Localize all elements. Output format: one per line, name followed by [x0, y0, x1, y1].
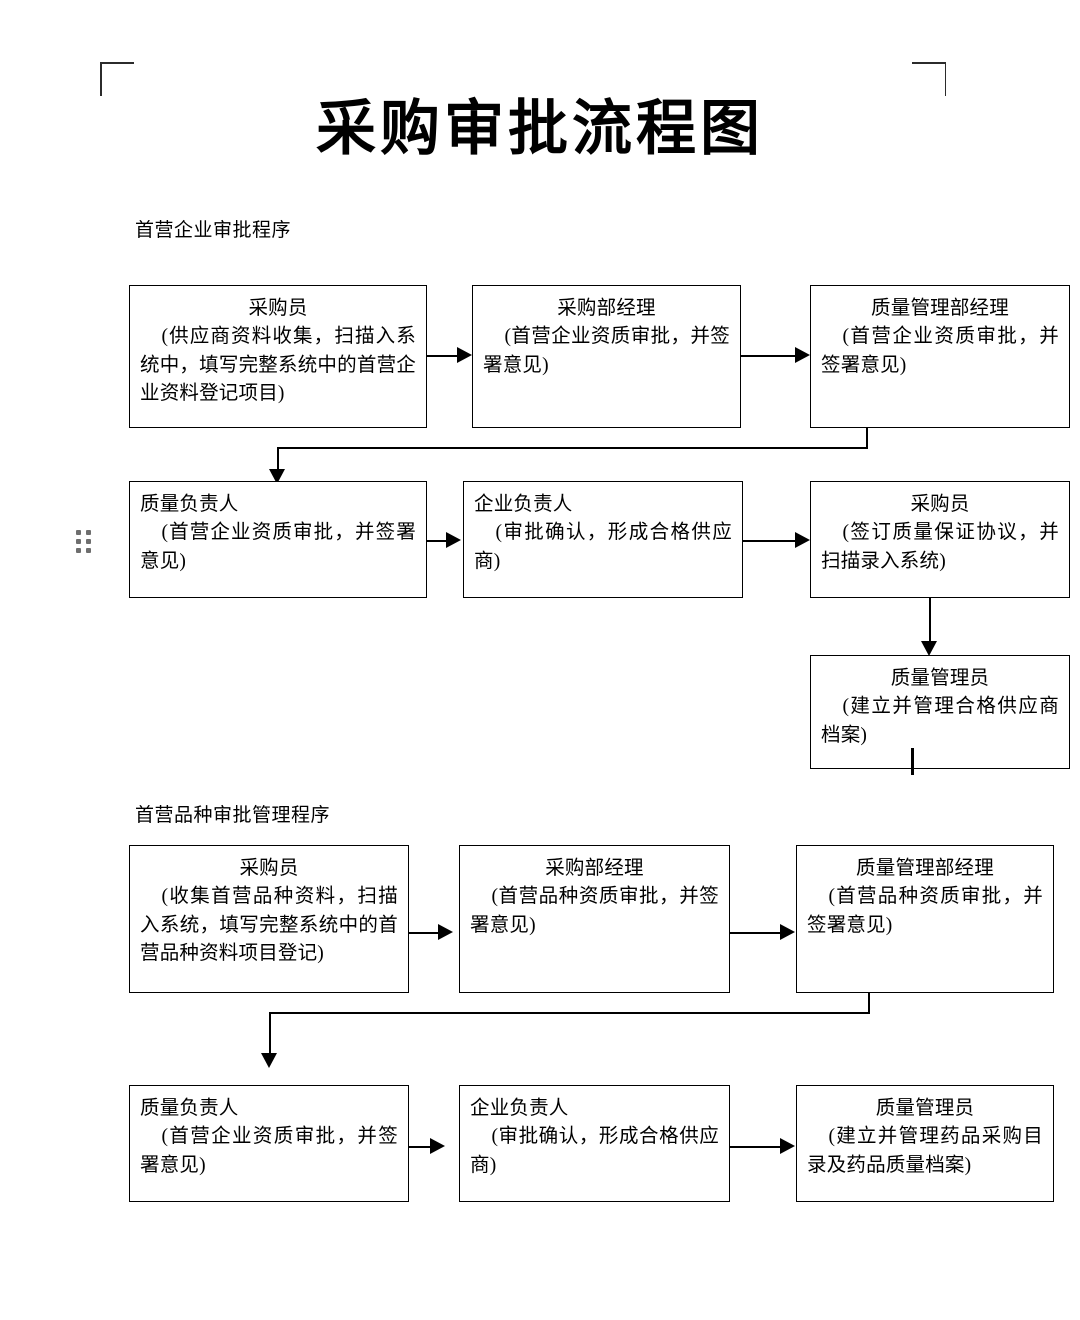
connector-line [269, 1012, 870, 1014]
flow-box-purchaser-product[interactable]: 采购员 (收集首营品种资料，扫描入系统，填写完整系统中的首营品种资料项目登记) [129, 845, 409, 993]
drag-dot [86, 530, 91, 535]
connector-line [409, 1146, 431, 1148]
flow-box-purchaser-agreement[interactable]: 采购员 (签订质量保证协议，并扫描录入系统) [810, 481, 1070, 598]
connector-arrow-right [457, 347, 472, 363]
flow-box-desc: (审批确认，形成合格供应商) [470, 1126, 719, 1176]
connector-line [427, 540, 447, 542]
flow-box-company-head-enterprise[interactable]: 企业负责人 (审批确认，形成合格供应商) [463, 481, 743, 598]
flow-box-role: 采购部经理 [557, 298, 656, 319]
connector-arrow-right [446, 532, 461, 548]
flow-box-quality-clerk-product[interactable]: 质量管理员 (建立并管理药品采购目录及药品质量档案) [796, 1085, 1054, 1202]
connector-line [741, 355, 795, 357]
connector-arrow-right [438, 924, 453, 940]
connector-line [409, 932, 439, 934]
flow-box-company-head-product[interactable]: 企业负责人 (审批确认，形成合格供应商) [459, 1085, 730, 1202]
flow-box-role: 采购员 [248, 298, 308, 319]
section-label-product: 首营品种审批管理程序 [135, 805, 331, 826]
flow-box-desc: (签订质量保证协议，并扫描录入系统) [821, 522, 1059, 572]
flow-box-role: 质量负责人 [140, 1098, 239, 1119]
connector-arrow-down [921, 641, 937, 656]
flow-box-desc: (首营企业资质审批，并签署意见) [140, 522, 416, 572]
connector-stub [911, 748, 914, 775]
drag-dot [86, 539, 91, 544]
flow-box-quality-head-enterprise[interactable]: 质量负责人 (首营企业资质审批，并签署意见) [129, 481, 427, 598]
flow-box-role: 质量管理员 [890, 668, 990, 689]
flow-box-desc: (建立并管理药品采购目录及药品质量档案) [807, 1126, 1043, 1176]
flow-box-desc: (首营品种资质审批，并签署意见) [807, 886, 1043, 936]
connector-line [427, 355, 459, 357]
flow-box-role: 采购员 [239, 858, 299, 879]
connector-arrow-right [795, 347, 810, 363]
flow-box-desc: (首营企业资质审批，并签署意见) [821, 326, 1059, 376]
crop-mark-top-right [912, 62, 946, 96]
flow-box-role: 采购员 [910, 494, 970, 515]
section-label-enterprise: 首营企业审批程序 [135, 220, 292, 241]
flow-box-quality-head-product[interactable]: 质量负责人 (首营企业资质审批，并签署意见) [129, 1085, 409, 1202]
flow-box-desc: (收集首营品种资料，扫描入系统，填写完整系统中的首营品种资料项目登记) [140, 886, 398, 965]
connector-arrow-down [261, 1053, 277, 1068]
drag-dot [76, 530, 81, 535]
connector-line [929, 598, 931, 644]
flow-box-desc: (建立并管理合格供应商档案) [821, 696, 1059, 746]
connector-arrow-right [795, 532, 810, 548]
flow-box-role: 企业负责人 [470, 1098, 569, 1119]
flow-box-purchaser-enterprise[interactable]: 采购员 (供应商资料收集，扫描入系统中，填写完整系统中的首营企业资料登记项目) [129, 285, 427, 428]
flow-box-role: 质量管理员 [875, 1098, 975, 1119]
flow-box-qa-manager-enterprise[interactable]: 质量管理部经理 (首营企业资质审批，并签署意见) [810, 285, 1070, 428]
connector-arrow-down [269, 469, 285, 484]
flow-box-role: 质量负责人 [140, 494, 239, 515]
drag-dot [76, 548, 81, 553]
flow-box-role: 采购部经理 [545, 858, 644, 879]
connector-arrow-right [430, 1138, 445, 1154]
drag-handle-icon[interactable] [76, 530, 91, 553]
flow-box-purchase-manager-enterprise[interactable]: 采购部经理 (首营企业资质审批，并签署意见) [472, 285, 741, 428]
connector-line [730, 1146, 781, 1148]
flow-box-role: 质量管理部经理 [871, 298, 1009, 319]
page-title: 采购审批流程图 [316, 96, 764, 162]
connector-line [269, 1012, 271, 1056]
flow-box-role: 质量管理部经理 [856, 858, 994, 879]
flow-box-desc: (首营品种资质审批，并签署意见) [470, 886, 719, 936]
flow-box-desc: (审批确认，形成合格供应商) [474, 522, 732, 572]
flow-box-purchase-manager-product[interactable]: 采购部经理 (首营品种资质审批，并签署意见) [459, 845, 730, 993]
drag-dot [76, 539, 81, 544]
crop-mark-top-left [100, 62, 134, 96]
connector-line [743, 540, 795, 542]
connector-line [866, 428, 868, 448]
connector-line [277, 447, 279, 472]
connector-line [730, 932, 781, 934]
flow-box-quality-clerk-enterprise[interactable]: 质量管理员 (建立并管理合格供应商档案) [810, 655, 1070, 769]
flow-box-role: 企业负责人 [474, 494, 573, 515]
connector-arrow-right [780, 924, 795, 940]
flow-box-desc: (供应商资料收集，扫描入系统中，填写完整系统中的首营企业资料登记项目) [140, 326, 416, 405]
drag-dot [86, 548, 91, 553]
connector-arrow-right [780, 1138, 795, 1154]
connector-line [277, 447, 868, 449]
flow-box-qa-manager-product[interactable]: 质量管理部经理 (首营品种资质审批，并签署意见) [796, 845, 1054, 993]
flow-box-desc: (首营企业资质审批，并签署意见) [483, 326, 730, 376]
flow-box-desc: (首营企业资质审批，并签署意见) [140, 1126, 398, 1176]
connector-line [868, 993, 870, 1013]
